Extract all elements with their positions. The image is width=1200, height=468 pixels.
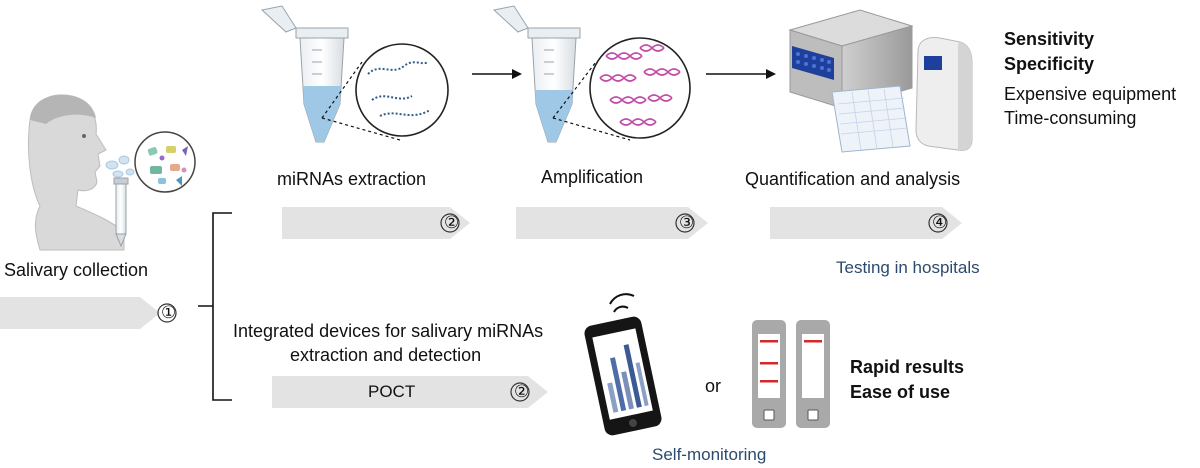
step-number-poct: ② bbox=[514, 382, 530, 402]
hospital-pro-sensitivity: Sensitivity bbox=[1004, 29, 1095, 49]
step-number-4: ④ bbox=[932, 213, 948, 233]
pcr-instrument bbox=[788, 9, 914, 109]
label-mirnas-extraction: miRNAs extraction bbox=[277, 169, 427, 189]
step-number-1: ① bbox=[161, 303, 177, 323]
hospital-con-time: Time-consuming bbox=[1004, 108, 1137, 128]
branch-bracket bbox=[198, 212, 232, 401]
label-salivary-collection: Salivary collection bbox=[4, 260, 149, 280]
step-circle-3 bbox=[675, 213, 695, 233]
step-circle-2 bbox=[440, 213, 460, 233]
step-circle-poct bbox=[510, 382, 530, 402]
saliva-collection-tube bbox=[113, 177, 129, 248]
label-testing-in-hospitals: Testing in hospitals bbox=[836, 258, 980, 277]
arrow-step-3 bbox=[516, 207, 708, 239]
amplification-tube bbox=[492, 5, 581, 143]
label-poct: POCT bbox=[368, 382, 416, 401]
poct-pro-rapid-results: Rapid results bbox=[850, 357, 965, 377]
poct-pro-ease-of-use: Ease of use bbox=[850, 382, 951, 402]
label-amplification: Amplification bbox=[541, 167, 644, 187]
saliva-droplets bbox=[105, 155, 135, 178]
step-circle-4 bbox=[928, 213, 948, 233]
mirna-magnifier bbox=[355, 43, 449, 137]
poct-description-line1: Integrated devices for salivary miRNAs bbox=[233, 321, 544, 341]
label-quantification: Quantification and analysis bbox=[745, 169, 961, 189]
extraction-tube bbox=[260, 5, 349, 143]
microplate bbox=[831, 85, 911, 153]
step-number-2: ② bbox=[444, 213, 460, 233]
smartphone bbox=[584, 293, 662, 436]
label-or: or bbox=[705, 376, 722, 396]
step-number-3: ③ bbox=[679, 213, 695, 233]
poct-description-line2: extraction and detection bbox=[290, 345, 482, 365]
dna-magnifier bbox=[589, 37, 691, 139]
arrow-step-2 bbox=[282, 207, 470, 239]
hospital-pro-specificity: Specificity bbox=[1004, 54, 1095, 74]
label-self-monitoring: Self-monitoring bbox=[652, 445, 767, 464]
amplification-zoom-lines bbox=[552, 61, 631, 141]
connector-arrow-1 bbox=[472, 69, 522, 79]
lateral-flow-strip-2 bbox=[796, 320, 830, 428]
arrow-poct bbox=[272, 376, 548, 408]
analyzer-device bbox=[915, 37, 973, 151]
hospital-con-expensive: Expensive equipment bbox=[1004, 84, 1177, 104]
person-illustration bbox=[28, 94, 125, 251]
arrow-step-1 bbox=[0, 297, 160, 329]
connector-arrow-2 bbox=[706, 69, 776, 79]
arrow-step-4 bbox=[770, 207, 962, 239]
saliva-content-magnifier bbox=[134, 131, 196, 193]
lateral-flow-strip-1 bbox=[752, 320, 786, 428]
extraction-zoom-lines bbox=[321, 61, 401, 141]
step-circle-1 bbox=[157, 303, 177, 323]
